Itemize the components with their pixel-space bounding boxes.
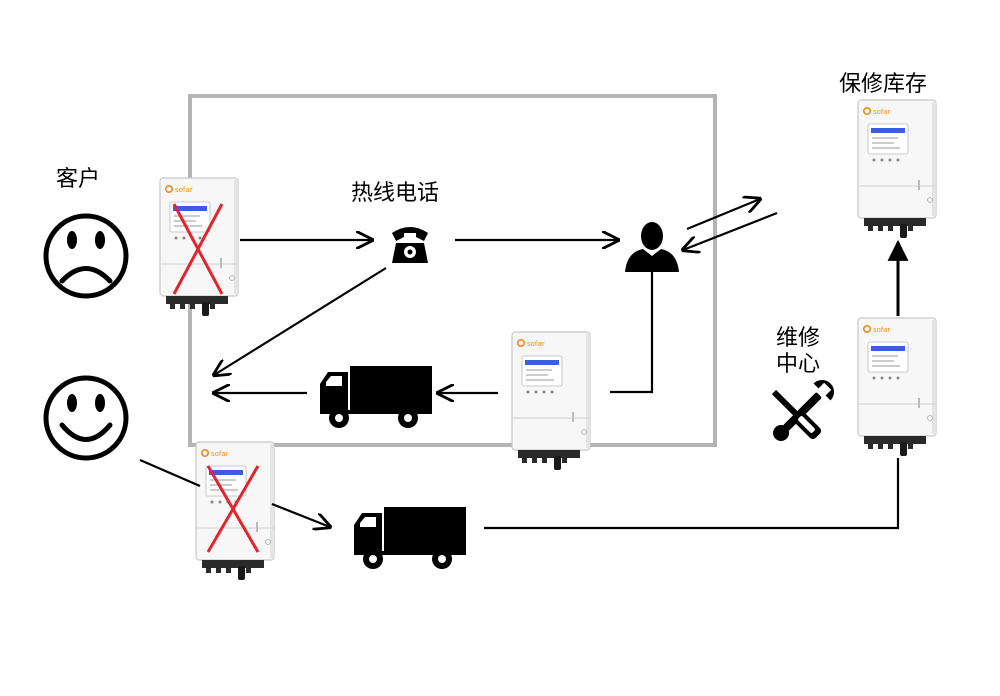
faulty-inverter-returned bbox=[195, 441, 275, 581]
happy-face-icon bbox=[43, 375, 129, 461]
line-agent-to-dispatch bbox=[610, 272, 654, 394]
arrow-hotline-to-customer bbox=[214, 267, 387, 375]
person-icon bbox=[625, 222, 679, 272]
hotline-label: 热线电话 bbox=[351, 181, 440, 206]
arrow-agent-to-stock bbox=[686, 199, 760, 231]
line-truck-to-repair bbox=[484, 458, 900, 530]
warranty-stock-inverter bbox=[857, 99, 937, 239]
repair-center-label-line1: 维修 bbox=[775, 326, 820, 351]
wrench-screwdriver-icon bbox=[771, 380, 834, 441]
arrow-stock-to-agent bbox=[683, 211, 778, 250]
repair-center-inverter bbox=[857, 317, 937, 457]
replacement-inverter bbox=[511, 331, 591, 471]
arrow-return-to-truck bbox=[271, 502, 330, 527]
sad-face-icon bbox=[43, 213, 129, 299]
warranty-stock-label: 保修库存 bbox=[839, 72, 928, 97]
repair-center-label-line2: 中心 bbox=[775, 352, 820, 378]
faulty-inverter-top bbox=[159, 177, 239, 317]
telephone-icon bbox=[392, 227, 428, 263]
repair-center-label: 维修 中心 bbox=[770, 326, 826, 379]
truck-icon bbox=[320, 366, 432, 428]
customer-label: 客户 bbox=[56, 167, 101, 192]
line-customer-return bbox=[139, 458, 201, 488]
truck-icon bbox=[354, 507, 466, 569]
